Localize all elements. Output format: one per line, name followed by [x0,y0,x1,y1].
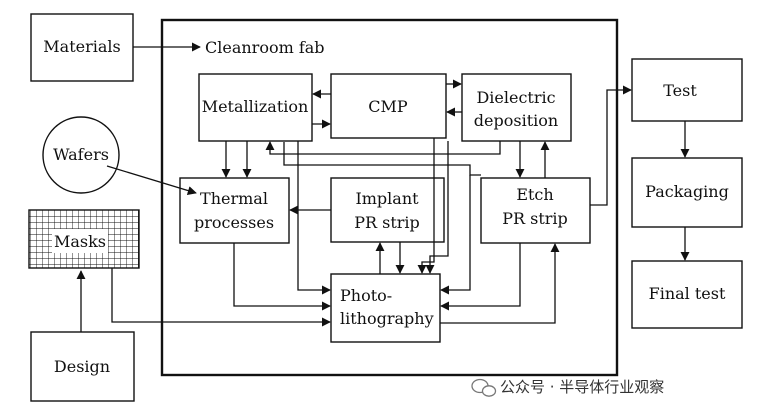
design-node: Design [30,331,135,402]
cmp-label: CMP [368,97,408,116]
wafers-node: Wafers [42,116,120,194]
photolithography-node: Photo- lithography [330,273,441,343]
dielectric-deposition-node: Dielectric deposition [461,73,572,142]
wafers-label: Wafers [53,145,109,164]
connectors [76,42,690,332]
design-label: Design [54,357,110,376]
cmp-node: CMP [330,73,447,139]
arrow-wafers-to-thermal [106,165,197,195]
arrow-cmp-to-photo [417,138,435,274]
arrow-thermal-to-photo [233,243,331,311]
test-node: Test [631,58,743,122]
dielectric-label-line2: deposition [474,111,558,130]
etch-label-line2: PR strip [502,209,568,228]
arrow-etch-to-photo [440,243,521,311]
dielectric-label-line1: Dielectric [476,88,555,107]
arrow-dielectric-to-metallization [265,141,501,155]
arrow-etch-to-test [590,85,632,206]
etch-label-line1: Etch [516,185,553,204]
watermark: 公众号 · 半导体行业观察 [471,378,664,397]
implant-pr-strip-node: Implant PR strip [330,177,445,243]
wechat-icon [471,378,497,397]
thermal-label-line2: processes [194,213,274,232]
final-test-label: Final test [649,284,726,303]
photo-label-line1: Photo- [340,286,392,305]
arrow-etch-to-metallization [283,142,481,176]
implant-label-line2: PR strip [354,213,420,232]
packaging-node: Packaging [631,157,743,228]
thermal-label-line1: Thermal [200,189,268,208]
arrow-metallization-to-photo [297,141,331,295]
thermal-processes-node: Thermal processes [179,177,290,244]
watermark-text: 公众号 · 半导体行业观察 [500,378,664,396]
metallization-label: Metallization [202,97,309,116]
test-label: Test [663,81,697,100]
packaging-label: Packaging [645,182,729,201]
materials-node: Materials [30,13,134,82]
masks-node: Masks [28,209,140,269]
cleanroom-fab-label: Cleanroom fab [205,38,325,57]
final-test-node: Final test [631,260,743,329]
cleanroom-fab-boundary [160,18,619,377]
implant-label-line1: Implant [355,189,419,208]
arrow-masks-to-photo [111,268,331,327]
materials-label: Materials [43,37,120,56]
arrow-dielectric-to-photo [425,141,449,274]
etch-pr-strip-node: Etch PR strip [480,177,591,244]
photo-label-line2: lithography [340,309,434,328]
metallization-node: Metallization [198,73,313,142]
masks-label: Masks [54,232,106,251]
arrow-photo-to-etch [440,243,560,324]
arrow-etch-loop-to-photo [440,175,471,295]
